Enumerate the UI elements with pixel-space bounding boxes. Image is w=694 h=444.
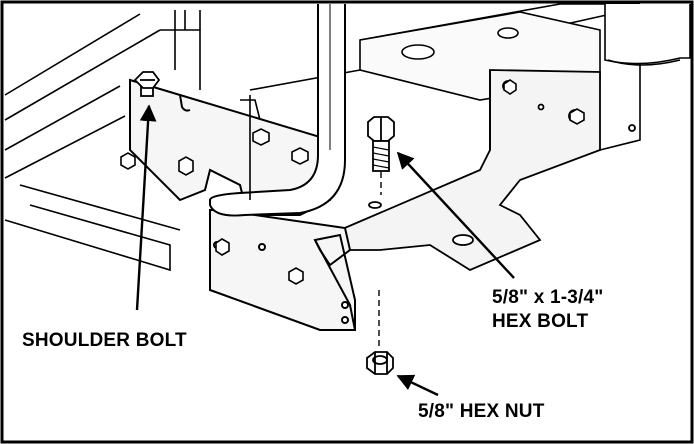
hex-nut-arrow xyxy=(396,374,439,397)
hex-bolt-arrow xyxy=(396,151,515,279)
hex-bolt-size-label: 5/8" x 1-3/4" xyxy=(492,287,604,308)
assembly-guide-lines xyxy=(378,172,382,350)
handle-tube xyxy=(209,4,346,217)
plate-bolt-heads xyxy=(120,79,585,285)
hex-nut-label: 5/8" HEX NUT xyxy=(418,401,545,422)
hex-bolt-type-label: HEX BOLT xyxy=(492,311,589,332)
hex-bolt-icon xyxy=(367,116,395,172)
tank-cylinder xyxy=(604,4,691,66)
leader-arrows xyxy=(135,104,515,397)
main-bracket xyxy=(209,209,356,331)
hex-bolt-label: 5/8" x 1-3/4" HEX BOLT xyxy=(492,286,603,334)
shoulder-bolt-label: SHOULDER BOLT xyxy=(22,330,187,351)
hex-nut-icon xyxy=(366,351,394,375)
shoulder-bolt-arrow xyxy=(135,104,157,311)
shoulder-bolt-icon xyxy=(133,71,161,97)
